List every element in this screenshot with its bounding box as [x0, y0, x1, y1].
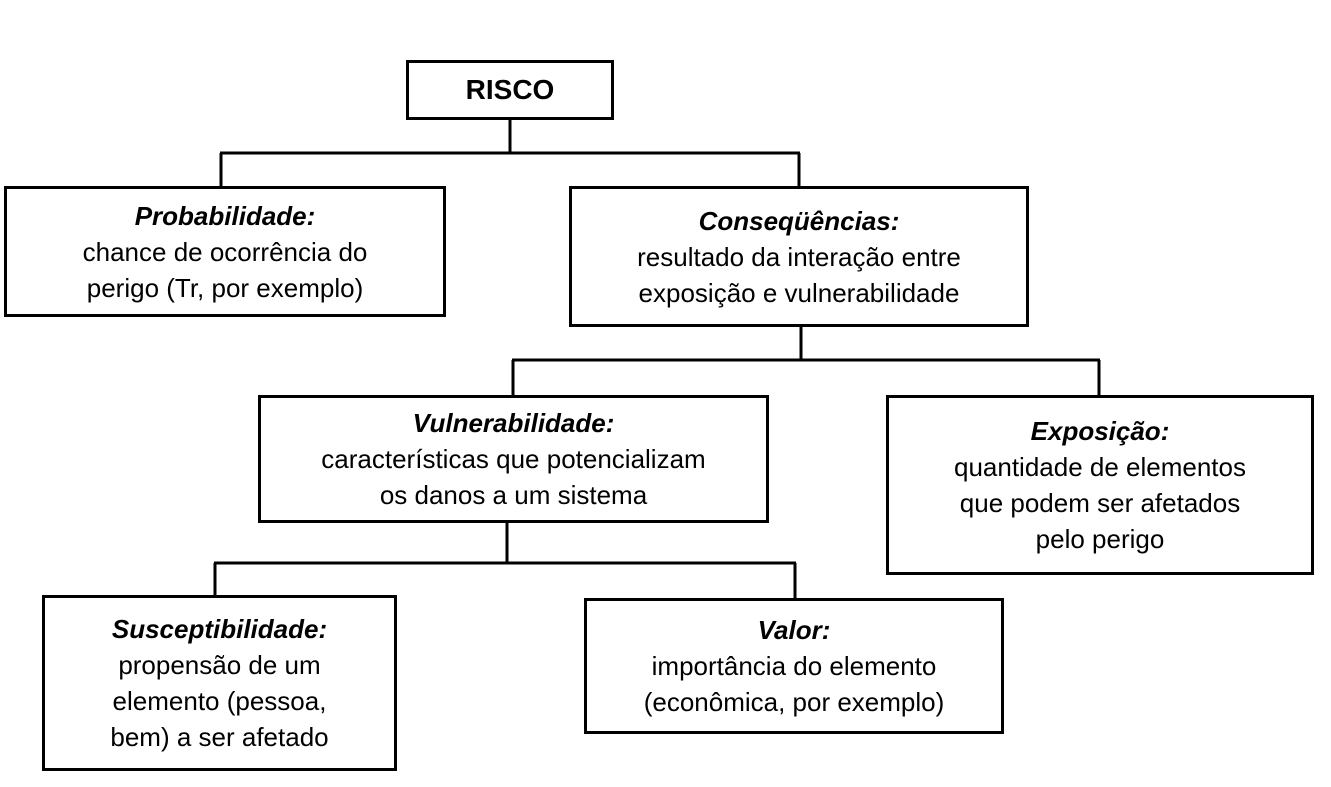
consequencias-title: Conseqüências:	[698, 205, 900, 236]
valor-node: Valor: importância do elemento (econômic…	[584, 598, 1004, 734]
consequencias-text-line: exposição e vulnerabilidade	[638, 277, 960, 308]
valor-text-line: (econômica, por exemplo)	[643, 687, 945, 717]
susceptibilidade-text-line: bem) a ser afetado	[110, 722, 329, 752]
vulnerabilidade-title: Vulnerabilidade:	[412, 408, 615, 438]
probabilidade-text-line: chance de ocorrência do	[82, 236, 368, 267]
exposicao-node: Exposição: quantidade de elementos que p…	[886, 395, 1314, 575]
exposicao-title: Exposição:	[1030, 416, 1170, 446]
exposicao-text-line: que podem ser afetados	[959, 488, 1241, 518]
vulnerabilidade-text-line: características que potencializam	[321, 444, 706, 474]
susceptibilidade-text-line: elemento (pessoa,	[112, 686, 327, 716]
risco-title: RISCO	[465, 74, 555, 105]
susceptibilidade-title: Susceptibilidade:	[111, 614, 328, 644]
vulnerabilidade-node: Vulnerabilidade: características que pot…	[258, 395, 769, 523]
probabilidade-node: Probabilidade: chance de ocorrência do p…	[4, 186, 446, 317]
vulnerabilidade-text-line: os danos a um sistema	[379, 480, 648, 510]
probabilidade-title: Probabilidade:	[134, 200, 316, 231]
exposicao-text-line: pelo perigo	[1035, 524, 1165, 554]
exposicao-text-line: quantidade de elementos	[953, 452, 1246, 482]
consequencias-text-line: resultado da interação entre	[637, 241, 961, 272]
valor-title: Valor:	[757, 615, 831, 645]
risco-node: RISCO	[406, 60, 614, 120]
susceptibilidade-node: Susceptibilidade: propensão de um elemen…	[42, 595, 397, 771]
consequencias-node: Conseqüências: resultado da interação en…	[569, 186, 1029, 327]
valor-text-line: importância do elemento	[651, 651, 937, 681]
probabilidade-text-line: perigo (Tr, por exemplo)	[86, 272, 364, 303]
susceptibilidade-text-line: propensão de um	[118, 650, 321, 680]
